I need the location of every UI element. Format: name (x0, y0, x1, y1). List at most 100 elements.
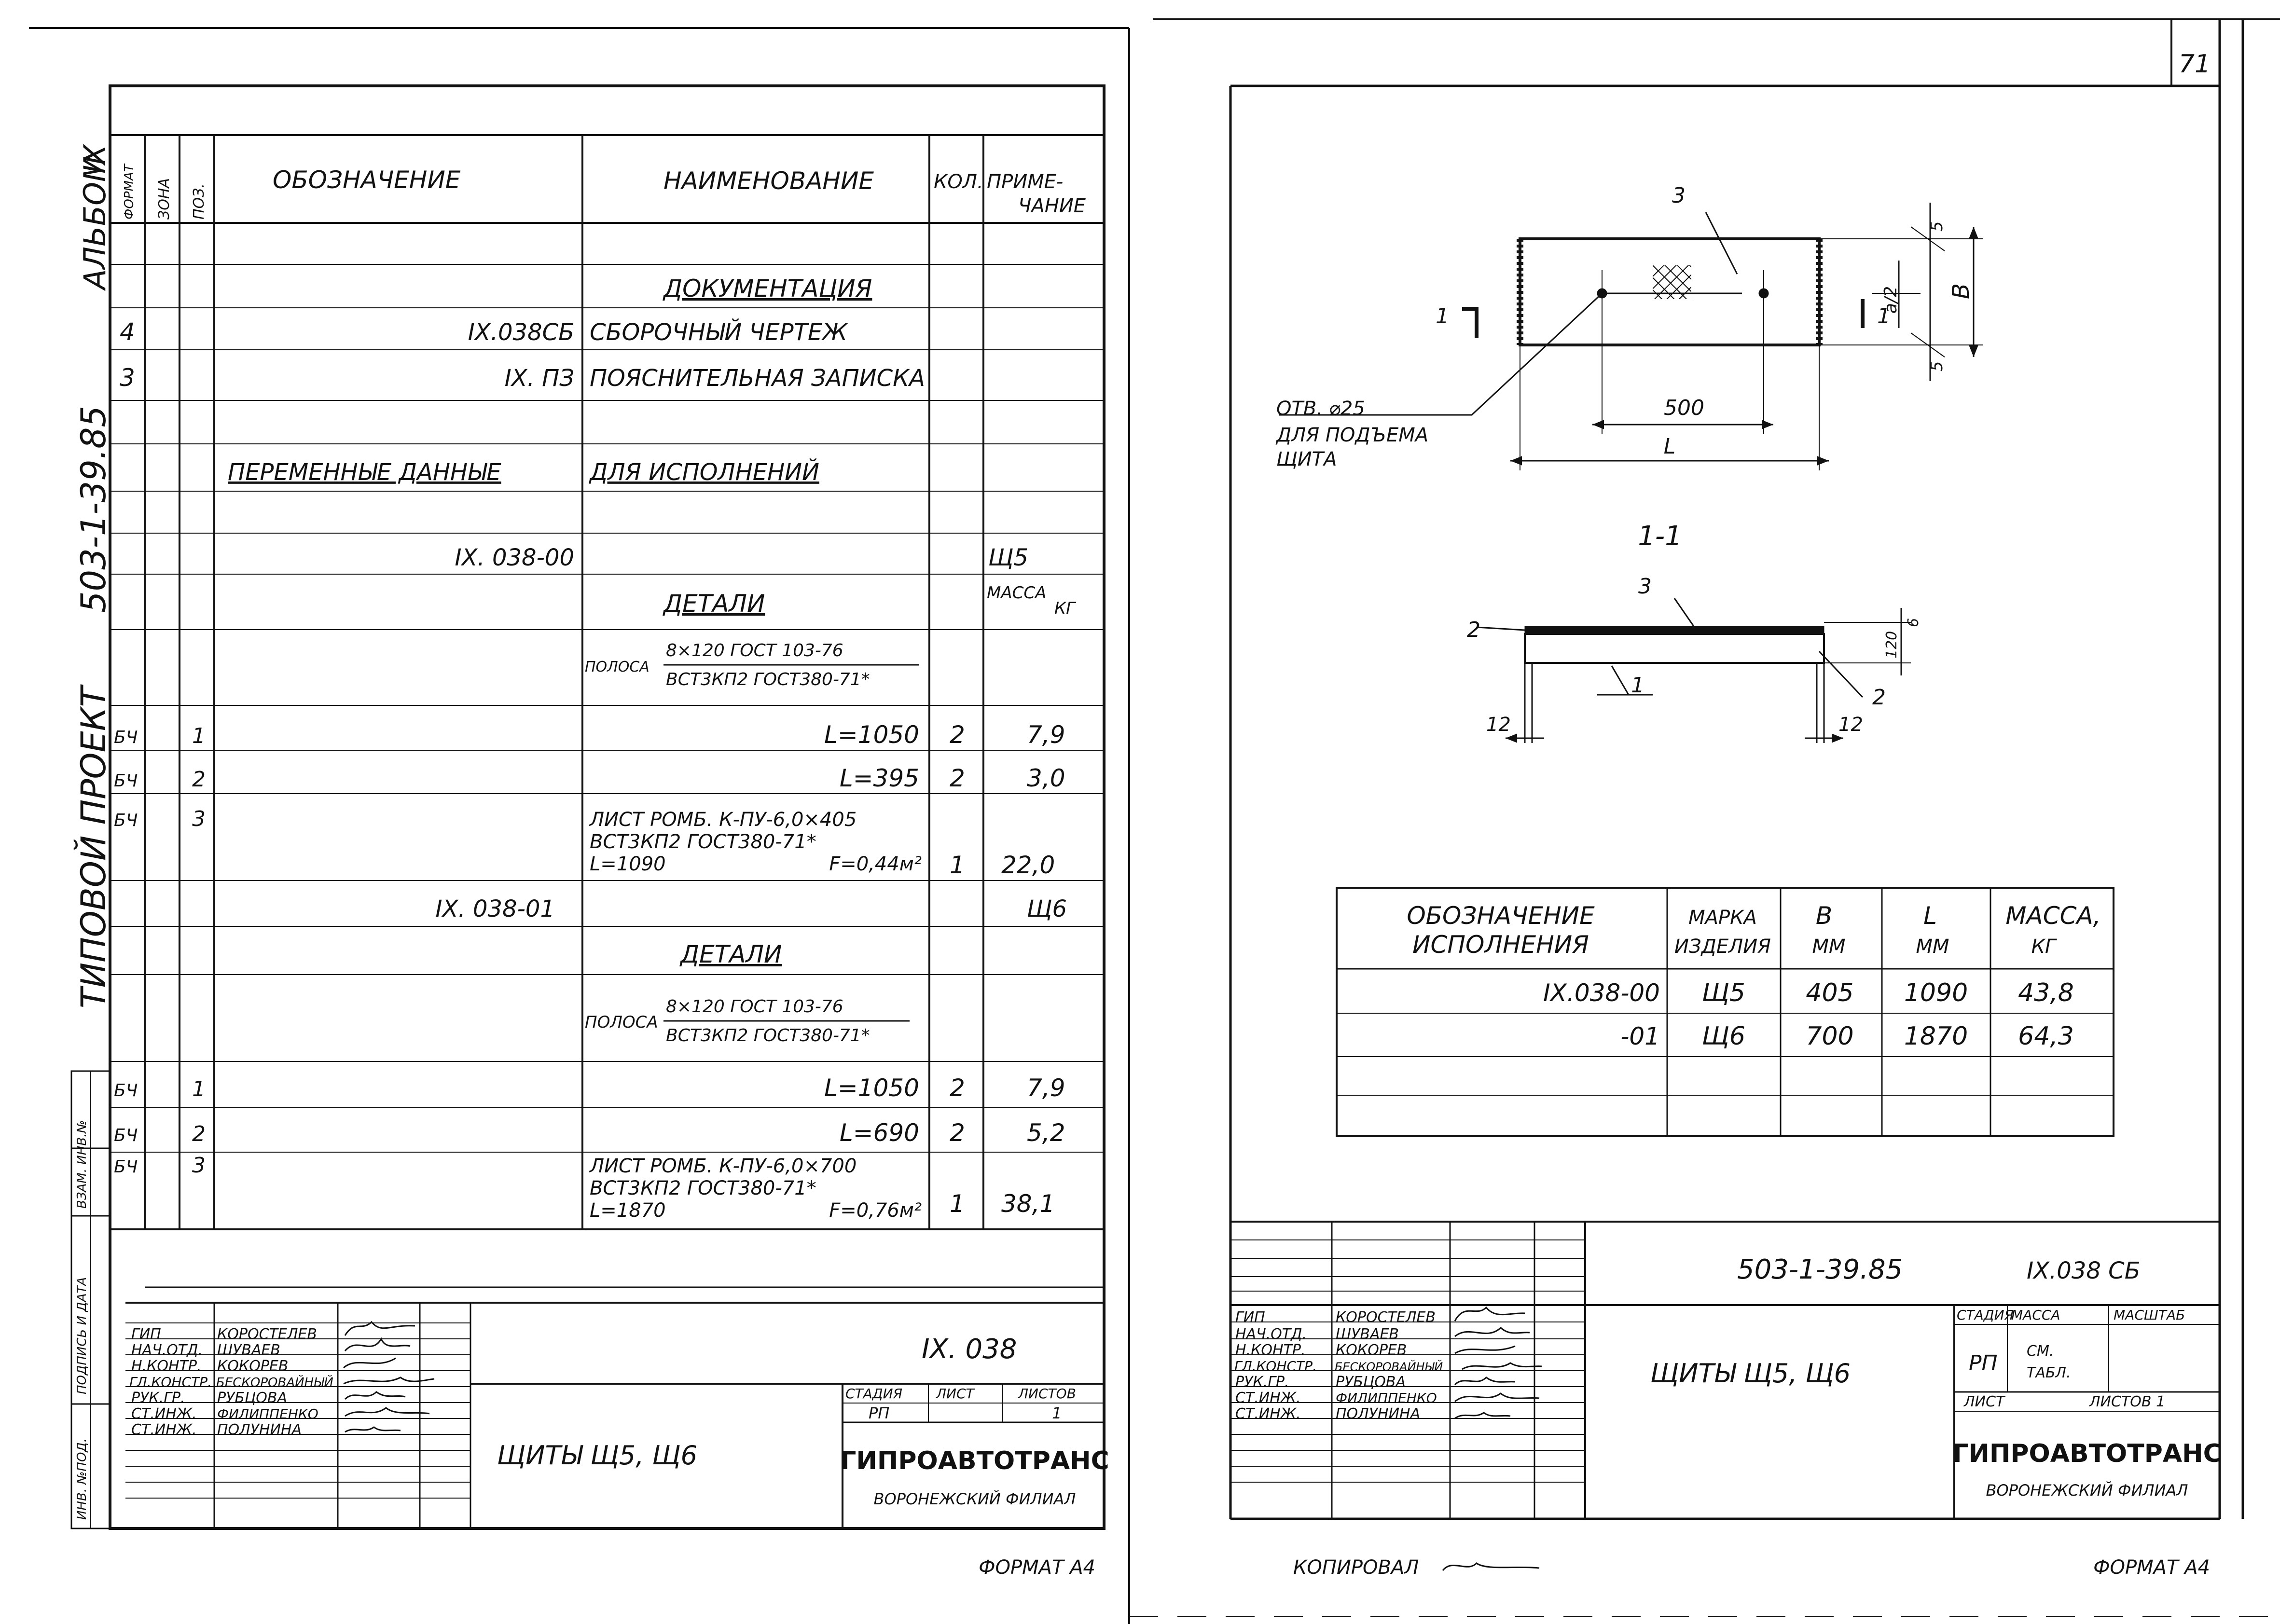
r-role-group: РУК.ГР. (1235, 1374, 1289, 1390)
right-scale-header: МАСШТАБ (2114, 1307, 2185, 1323)
right-stage: РП (1969, 1351, 1998, 1376)
doc-row-2-designation: IX. ПЗ (505, 365, 574, 392)
v00-row-3-line-2: ВСТ3КП2 ГОСТ380-71* (590, 831, 816, 853)
right-series: 503-1-39.85 (1737, 1254, 1903, 1285)
role-group: РУК.ГР. (131, 1390, 185, 1406)
v01-row-2-pos: 2 (192, 1122, 206, 1146)
exec-row-2-l: 1870 (1904, 1022, 1968, 1051)
exec-h2b: ИЗДЕЛИЯ (1674, 936, 1771, 958)
header-designation: ОБОЗНАЧЕНИЕ (273, 166, 461, 194)
v00-strip-top: 8×120 ГОСТ 103-76 (666, 641, 843, 661)
r-name-7: ПОЛУНИНА (1336, 1405, 1420, 1422)
v00-note: Щ5 (988, 544, 1028, 571)
left-title: ЩИТЫ Щ5, Щ6 (497, 1440, 697, 1471)
exec-h1b: ИСПОЛНЕНИЯ (1412, 931, 1589, 959)
v01-row-2-format: БЧ (114, 1126, 138, 1145)
v01-row-2-note: 5,2 (1027, 1119, 1065, 1147)
right-title: ЩИТЫ Щ5, Щ6 (1650, 1358, 1851, 1389)
left-sheet-header: ЛИСТ (936, 1386, 975, 1402)
dim-a-half: a/2 (1881, 286, 1901, 314)
v00-row-2-format: БЧ (114, 771, 138, 791)
dim-500: 500 (1664, 396, 1704, 420)
right-mass-1: СМ. (2027, 1343, 2054, 1360)
doc-row-1-designation: IX.038СБ (468, 319, 574, 346)
v00-row-2-name: L=395 (840, 764, 919, 792)
v01-row-3-line-1: ЛИСТ РОМБ. К-ПУ-6,0×700 (589, 1155, 857, 1177)
documentation-heading: ДОКУМЕНТАЦИЯ (663, 275, 872, 303)
name-4: БЕСКОРОВАЙНЫЙ (216, 1375, 333, 1390)
v01-row-2-name: L=690 (840, 1119, 919, 1147)
v00-row-2-qty: 2 (950, 764, 965, 792)
r-role-control: Н.КОНТР. (1235, 1342, 1306, 1359)
exec-row-2-des: -01 (1620, 1022, 1660, 1050)
v00-row-3-line-1: ЛИСТ РОМБ. К-ПУ-6,0×405 (589, 809, 857, 831)
exec-h1a: ОБОЗНАЧЕНИЕ (1407, 902, 1595, 930)
stamp-replace: ВЗАМ. ИНВ.№ (75, 1120, 89, 1209)
dim-12-left: 12 (1486, 714, 1511, 736)
v00-strip-bottom: ВСТ3КП2 ГОСТ380-71* (666, 670, 870, 689)
header-pos: ПОЗ. (191, 183, 207, 220)
v01-row-2-qty: 2 (950, 1119, 965, 1147)
v01-row-3-note: 38,1 (1001, 1190, 1055, 1218)
exec-row-1-b: 405 (1806, 978, 1853, 1007)
exec-row-2-mark: Щ6 (1702, 1022, 1745, 1051)
right-mass-header: МАССА (2011, 1307, 2060, 1323)
right-title-names: КОРОСТЕЛЕВ ШУВАЕВ КОКОРЕВ БЕСКОРОВАЙНЫЙ … (1335, 1309, 1443, 1422)
v01-row-3: БЧ 3 ЛИСТ РОМБ. К-ПУ-6,0×700 ВСТ3КП2 ГОС… (114, 1153, 1055, 1222)
role-chief: ГЛ.КОНСТР. (129, 1374, 212, 1390)
v00-row-3-line-3b: F=0,44м² (829, 853, 922, 875)
series-code-vertical: 503-1-39.85 (74, 406, 113, 613)
right-branch: ВОРОНЕЖСКИЙ ФИЛИАЛ (1986, 1481, 2188, 1500)
plan-view (1279, 203, 1983, 470)
right-sheet-header: ЛИСТ (1963, 1393, 2006, 1410)
v00-row-2-pos: 2 (192, 767, 206, 792)
header-qty: КОЛ. (934, 171, 983, 193)
project-kind-vertical: ТИПОВОЙ ПРОЕКТ (74, 684, 113, 1008)
r-name-1: КОРОСТЕЛЕВ (1336, 1309, 1436, 1326)
role-eng-1: СТ.ИНЖ. (131, 1405, 197, 1422)
v00-row-3: БЧ 3 ЛИСТ РОМБ. К-ПУ-6,0×405 ВСТ3КП2 ГОС… (114, 807, 1055, 879)
v01-row-3-line-3b: F=0,76м² (829, 1199, 922, 1222)
role-control: Н.КОНТР. (131, 1358, 202, 1375)
doc-row-2-name: ПОЯСНИТЕЛЬНАЯ ЗАПИСКА (590, 365, 925, 392)
left-stage: РП (869, 1404, 889, 1422)
name-5: РУБЦОВА (217, 1390, 287, 1406)
v01-row-3-format: БЧ (114, 1157, 138, 1177)
v00-mass-label: МАССА (987, 583, 1046, 603)
left-sheets: 1 (1052, 1404, 1062, 1422)
exec-row-2-mass: 64,3 (2018, 1022, 2074, 1051)
stamp-signature: ПОДПИСЬ И ДАТА (75, 1277, 89, 1394)
r-name-4: БЕСКОРОВАЙНЫЙ (1335, 1360, 1443, 1374)
v01-row-3-pos: 3 (192, 1153, 206, 1178)
right-sheets-header: ЛИСТОВ 1 (2089, 1393, 2165, 1410)
v01-row-1-name: L=1050 (824, 1074, 919, 1102)
exec-row-1-des: IX.038-00 (1543, 979, 1660, 1007)
hole-label-2: ДЛЯ ПОДЪЕМА (1275, 424, 1428, 446)
exec-h5b: КГ (2031, 936, 2057, 958)
section-callout-3: 3 (1638, 574, 1652, 599)
r-name-6: ФИЛИППЕНКО (1336, 1390, 1437, 1406)
v01-row-3-qty: 1 (950, 1190, 965, 1218)
right-doc: IX.038 СБ (2027, 1257, 2141, 1284)
v00-row-2: БЧ 2 L=395 2 3,0 (114, 764, 1065, 792)
dim-5-bottom: 5 (1927, 361, 1947, 372)
role-eng-2: СТ.ИНЖ. (131, 1421, 197, 1438)
exec-row-1-l: 1090 (1904, 978, 1968, 1007)
right-stage-header: СТАДИЯ (1957, 1307, 2014, 1323)
r-role-gip: ГИП (1235, 1309, 1265, 1326)
v01-strip-word: ПОЛОСА (585, 1013, 658, 1032)
doc-row-2-format: 3 (120, 364, 135, 392)
plan-section-mark-left: 1 (1436, 304, 1449, 329)
left-title-names: КОРОСТЕЛЕВ ШУВАЕВ КОКОРЕВ БЕСКОРОВАЙНЫЙ … (216, 1326, 333, 1438)
r-name-5: РУБЦОВА (1336, 1374, 1406, 1390)
v01-row-1-qty: 2 (950, 1074, 965, 1102)
dim-5-top: 5 (1927, 221, 1947, 232)
dim-120: 120 (1883, 631, 1900, 659)
right-org: ГИПРОАВТОТРАНС (1952, 1439, 2222, 1468)
r-role-chief: ГЛ.КОНСТР. (1234, 1358, 1317, 1374)
right-format: ФОРМАТ А4 (2093, 1556, 2210, 1579)
album-label: АЛЬБОМ (77, 156, 112, 291)
exec-h4a: L (1923, 902, 1937, 930)
stamp-inv: ИНВ. №ПОД. (75, 1438, 89, 1520)
